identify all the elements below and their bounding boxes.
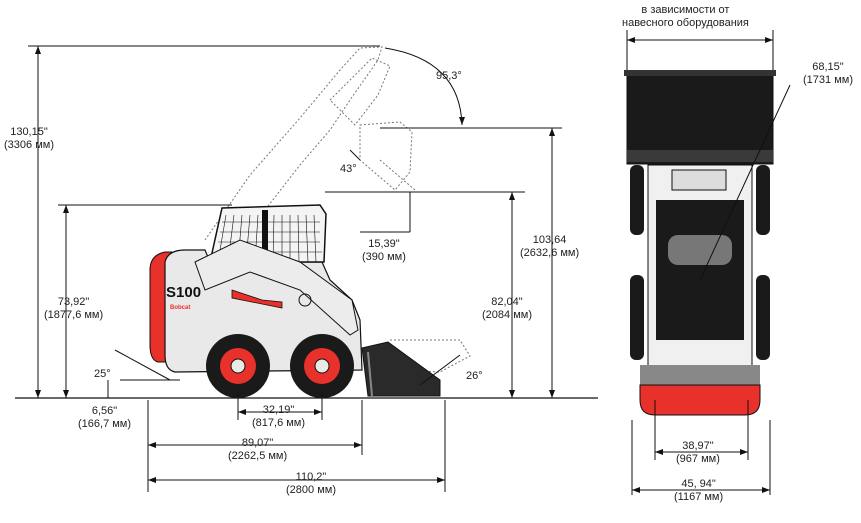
- roof-hatch: [668, 235, 732, 265]
- cab-roof: [656, 200, 744, 340]
- label-tread-width: 38,97"(967 мм): [676, 440, 720, 465]
- label-length-bucket: 110,2"(2800 мм): [286, 471, 336, 496]
- bucket-lip: [627, 150, 773, 162]
- rear-right-tire: [756, 275, 770, 360]
- front-right-tire: [756, 165, 770, 235]
- engine-grille: [671, 169, 727, 191]
- bobcat-emblem-icon: [298, 293, 312, 307]
- lift-arm: [194, 239, 359, 336]
- label-height-max: 130,15"(3306 мм): [4, 126, 54, 151]
- front-left-tire: [630, 165, 644, 235]
- label-dump-height: 82,04"(2084 мм): [482, 296, 532, 321]
- label-wheelbase: 32,19"(817,6 мм): [252, 404, 306, 429]
- front-wheel: [290, 334, 354, 398]
- rear-wheel: [206, 334, 270, 398]
- side-dimension-lines: [28, 45, 562, 492]
- bucket-top: [624, 70, 776, 76]
- label-hinge-pin: 103,64(2632,6 мм): [520, 234, 580, 259]
- loader-front-view: [624, 70, 791, 416]
- label-dump-reach: 15,39"(390 мм): [362, 238, 406, 263]
- bucket: [361, 341, 441, 397]
- label-rollback-angle: 95,3°: [436, 70, 462, 82]
- label-bucket-angle: 26°: [466, 370, 483, 382]
- label-turning-diameter: 68,15"(1731 мм): [803, 61, 853, 86]
- model-text: S100: [166, 284, 201, 301]
- label-length-no-bucket: 89,07"(2262,5 мм): [228, 437, 288, 462]
- lift-cylinder: [231, 289, 283, 309]
- bucket-edge: [367, 351, 373, 397]
- rear-left-tire: [630, 275, 644, 360]
- brand-logo: Bobcat: [170, 305, 190, 311]
- turning-radius-line: [699, 84, 791, 281]
- label-cab-height: 73,92"(1877,6 мм): [44, 296, 104, 321]
- rear-grille: [640, 365, 760, 385]
- loader-side-view: S100 Bobcat: [149, 204, 441, 398]
- label-overall-width: 45, 94"(1167 мм): [674, 478, 724, 503]
- rear-counterweight-front: [639, 384, 761, 416]
- label-ground-clearance: 6,56"(166,7 мм): [78, 405, 132, 430]
- label-departure-angle: 25°: [94, 368, 111, 380]
- cab-pillar: [262, 210, 268, 262]
- front-dimension-lines: [626, 30, 774, 495]
- label-dump-angle: 43°: [340, 163, 357, 175]
